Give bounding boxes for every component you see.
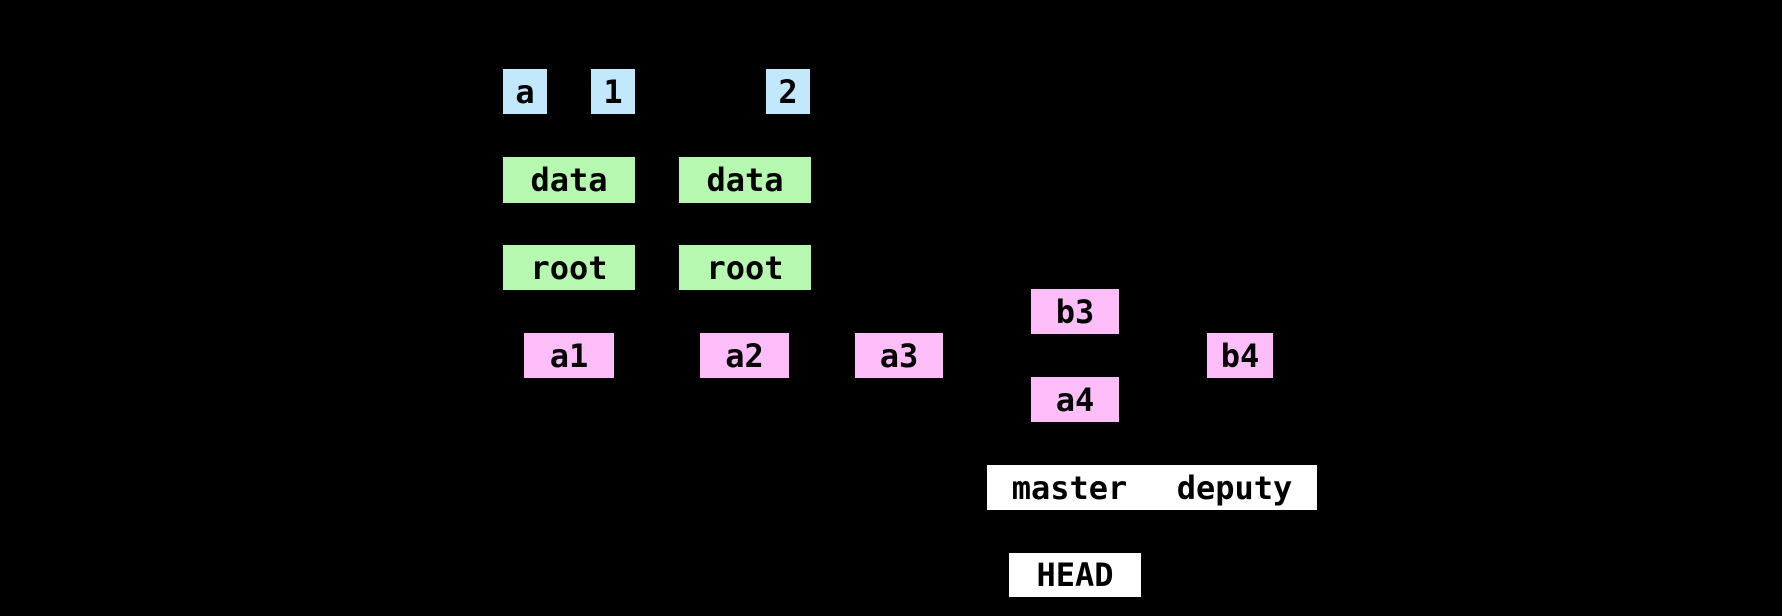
node-tree-root-2-label: root (706, 248, 784, 287)
node-ref-master-label: master (1011, 468, 1128, 507)
node-blob-2-label: 2 (778, 72, 798, 111)
node-commit-b3-label: b3 (1055, 292, 1095, 331)
node-commit-a1: a1 (524, 333, 614, 378)
node-commit-b3: b3 (1031, 289, 1119, 334)
node-ref-deputy: deputy (1152, 465, 1317, 510)
node-commit-a3: a3 (855, 333, 943, 378)
node-tree-root-1-label: root (530, 248, 608, 287)
node-blob-2: 2 (766, 69, 810, 114)
node-commit-b4: b4 (1207, 333, 1273, 378)
node-blob-1: 1 (591, 69, 635, 114)
node-ref-head: HEAD (1009, 553, 1141, 597)
node-blob-1-label: 1 (603, 72, 623, 111)
node-commit-a4: a4 (1031, 377, 1119, 422)
node-tree-data-1-label: data (530, 161, 608, 199)
node-commit-a2: a2 (700, 333, 789, 378)
node-blob-entry-a-label: a (515, 72, 535, 111)
node-commit-a1-label: a1 (549, 336, 589, 375)
node-ref-deputy-label: deputy (1176, 468, 1293, 507)
node-commit-a2-label: a2 (725, 336, 764, 375)
node-tree-root-2: root (679, 245, 811, 290)
node-tree-data-1: data (503, 157, 635, 203)
node-tree-data-2: data (679, 157, 811, 203)
node-commit-a3-label: a3 (879, 336, 919, 375)
node-blob-entry-a: a (503, 69, 547, 114)
node-commit-a4-label: a4 (1055, 380, 1095, 419)
node-tree-root-1: root (503, 245, 635, 290)
node-tree-data-2-label: data (706, 161, 784, 199)
node-ref-master: master (987, 465, 1152, 510)
node-ref-head-label: HEAD (1036, 556, 1114, 594)
node-commit-b4-label: b4 (1220, 336, 1260, 375)
